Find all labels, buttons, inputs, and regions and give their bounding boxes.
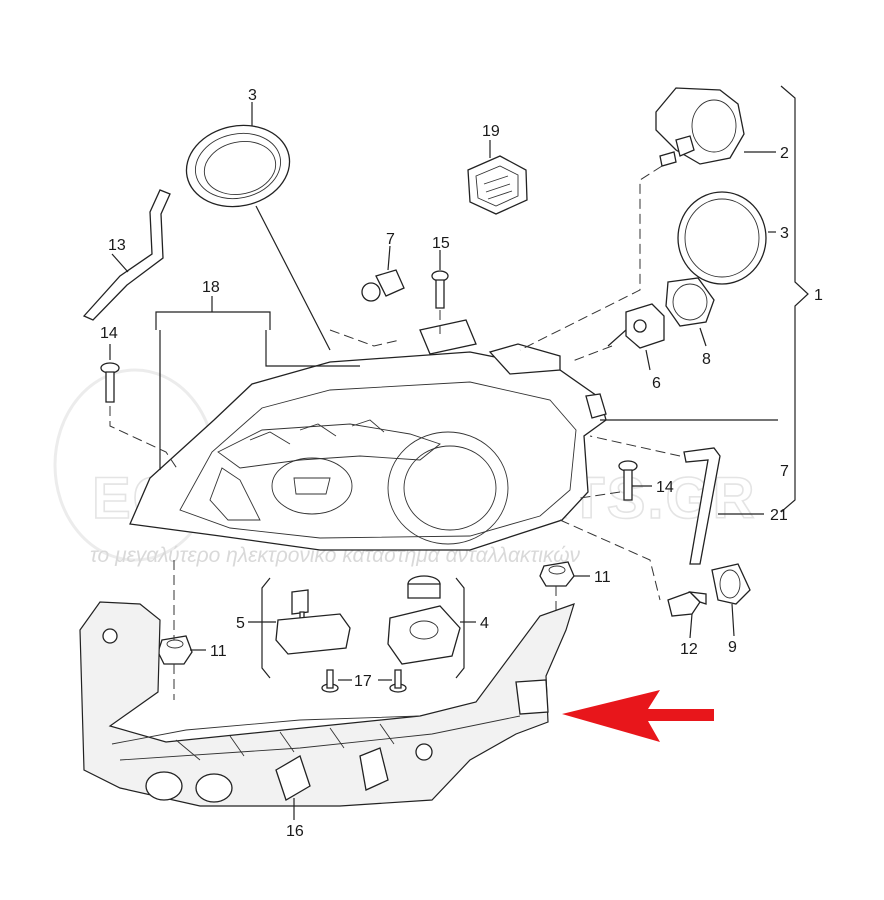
callout-7-right: 7 xyxy=(780,463,789,480)
adjuster-clip-11-right xyxy=(539,561,575,587)
screw-14-left xyxy=(100,362,120,403)
xenon-bulb xyxy=(607,303,665,349)
callout-16: 16 xyxy=(286,823,304,840)
cover-seal-ring-left xyxy=(185,124,291,208)
side-marker-bulb xyxy=(667,591,707,617)
callout-15: 15 xyxy=(432,235,450,252)
callout-19: 19 xyxy=(482,123,500,140)
xenon-cover-cap xyxy=(665,277,715,327)
adjuster-clip-11-left xyxy=(157,635,193,665)
callout-6: 6 xyxy=(652,375,661,392)
igniter-module xyxy=(275,589,351,655)
callout-3-top: 3 xyxy=(248,87,257,104)
screw-17-left xyxy=(321,669,339,693)
headlight-housing xyxy=(129,319,607,551)
ballast-unit xyxy=(387,575,461,665)
callout-11-right: 11 xyxy=(594,569,611,586)
callout-13: 13 xyxy=(108,237,126,254)
callout-21: 21 xyxy=(770,507,788,524)
group-bracket-5-4 xyxy=(261,577,465,679)
callout-11-left: 11 xyxy=(210,643,227,660)
leveling-motor xyxy=(655,87,745,167)
callout-18: 18 xyxy=(202,279,220,296)
callout-5: 5 xyxy=(236,615,245,632)
callout-3-right: 3 xyxy=(780,225,789,242)
callout-17: 17 xyxy=(354,673,372,690)
screw-15 xyxy=(431,270,449,309)
callout-8: 8 xyxy=(702,351,711,368)
callout-2: 2 xyxy=(780,145,789,162)
screw-17-right xyxy=(389,669,407,693)
callout-7-top: 7 xyxy=(386,231,395,248)
mounting-bracket xyxy=(79,601,575,807)
park-light-bulb xyxy=(361,269,405,302)
bulb-socket-cap xyxy=(711,563,751,605)
connector-plug xyxy=(467,155,528,215)
callout-14-right: 14 xyxy=(656,479,674,496)
gasket-strip xyxy=(683,447,721,565)
callout-9: 9 xyxy=(728,639,737,656)
callout-labels: 3 19 2 3 13 7 15 1 18 14 8 6 7 14 21 11 … xyxy=(100,87,823,840)
callout-14-left: 14 xyxy=(100,325,118,342)
screw-14-right xyxy=(618,460,638,501)
group-bracket-1 xyxy=(780,85,809,513)
leader-lines xyxy=(109,102,778,820)
callout-4: 4 xyxy=(480,615,489,632)
callout-1: 1 xyxy=(814,287,823,304)
assembly-lines xyxy=(109,165,681,700)
red-indicator-arrow xyxy=(562,690,714,742)
callout-12: 12 xyxy=(680,641,698,658)
vent-hose xyxy=(82,189,171,321)
cover-seal-ring-right xyxy=(677,191,767,285)
